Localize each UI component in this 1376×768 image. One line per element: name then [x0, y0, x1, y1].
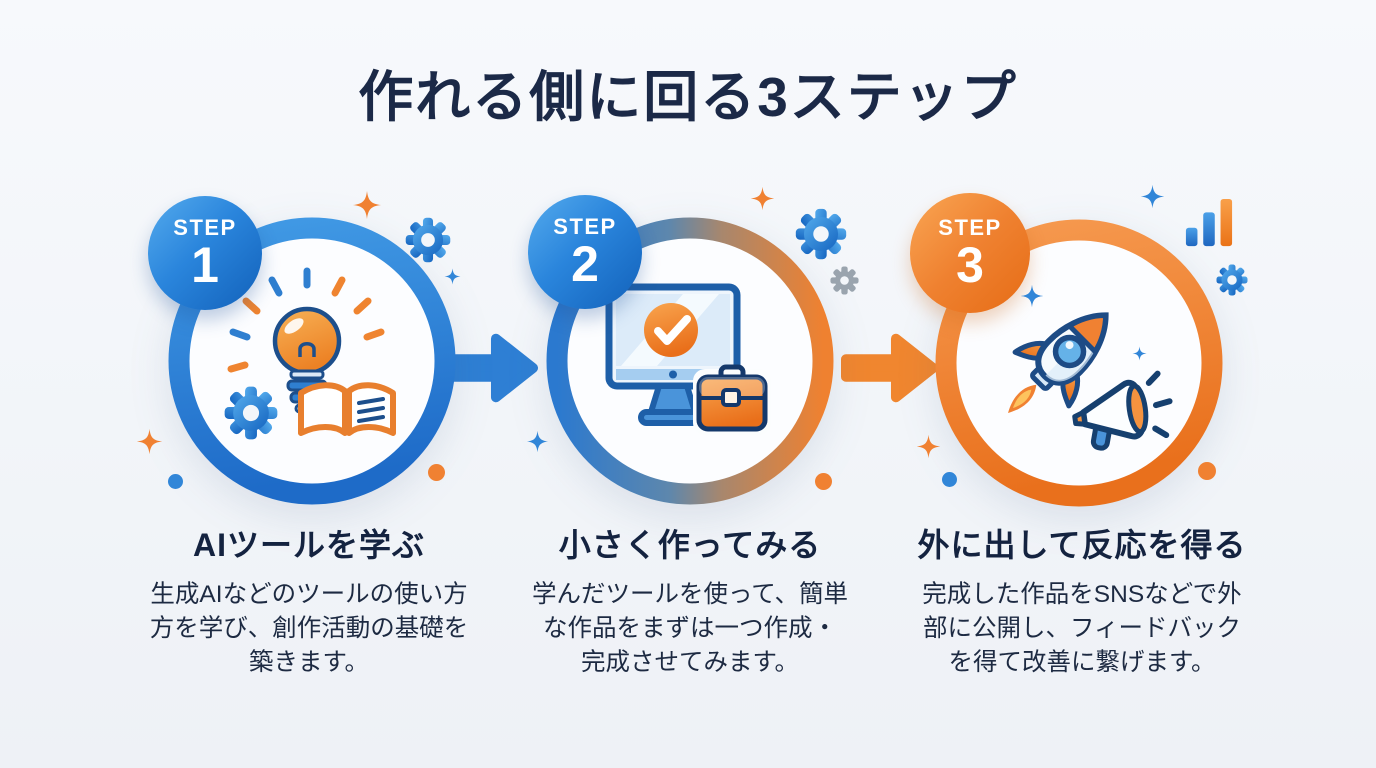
sparkle-icon	[916, 434, 941, 459]
sparkle-icon	[1020, 284, 1044, 308]
sparkle-icon	[136, 428, 163, 455]
step1-body-line: 方を学び、創作活動の基礎を	[149, 615, 469, 642]
step2-text: 小さく作ってみる 学んだツールを使って、簡単 な作品をまずは一つ作成・ 完成させ…	[490, 520, 890, 680]
sparkle-icon	[750, 186, 775, 211]
sparkle-icon	[352, 190, 382, 220]
step-badge-number: 2	[571, 235, 599, 292]
step-badge-label: STEP	[553, 213, 617, 239]
lightbulb-book-gear-icon	[224, 267, 396, 440]
step1-body-line: 生成AIなどのツールの使い方	[150, 581, 468, 608]
dot	[428, 464, 445, 481]
rocket-megaphone-icon	[1008, 312, 1173, 451]
dot	[942, 472, 957, 487]
dot	[815, 473, 832, 490]
step3-badge: STEP 3	[910, 193, 1030, 313]
step3-body-line: 部に公開し、フィードバック	[922, 615, 1241, 642]
arrow-right-icon	[841, 333, 939, 403]
step1-circle: STEP 1	[148, 196, 457, 506]
step1-text: AIツールを学ぶ 生成AIなどのツールの使い方 方を学び、創作活動の基礎を 築き…	[109, 520, 509, 680]
gear-icon	[405, 217, 451, 263]
step3-body-line: 完成した作品をSNSなどで外	[922, 581, 1242, 608]
step3-text: 外に出して反応を得る 完成した作品をSNSなどで外 部に公開し、フィードバック …	[882, 520, 1282, 680]
step3-title: 外に出して反応を得る	[917, 527, 1247, 563]
step-badge-label: STEP	[938, 214, 1002, 240]
sparkle-icon	[444, 268, 461, 285]
sparkle-icon	[1132, 346, 1147, 361]
step3-description: 完成した作品をSNSなどで外 部に公開し、フィードバック を得て改善に繋げます。	[882, 578, 1282, 680]
gear-icon	[1216, 264, 1248, 296]
sparkle-icon	[1140, 184, 1165, 209]
step2-title: 小さく作ってみる	[558, 527, 822, 563]
step2-body-line: 学んだツールを使って、簡単	[531, 581, 849, 608]
step2-body-line: 完成させてみます。	[580, 649, 800, 676]
step3-body-line: を得て改善に繋げます。	[948, 649, 1216, 676]
step1-title: AIツールを学ぶ	[192, 527, 425, 563]
step2-body-line: な作品をまずは一つ作成・	[543, 615, 837, 642]
sparkle-icon	[526, 430, 549, 453]
step-badge-label: STEP	[173, 214, 237, 240]
dot	[168, 474, 183, 489]
monitor-check-briefcase-icon	[605, 283, 771, 435]
step2-badge: STEP 2	[528, 195, 642, 309]
step-badge-number: 1	[191, 236, 219, 293]
gear-icon	[795, 208, 847, 260]
step3-circle: STEP 3	[910, 193, 1224, 508]
step-badge-number: 3	[956, 236, 984, 293]
dot	[1198, 462, 1216, 480]
step1-badge: STEP 1	[148, 196, 262, 310]
step2-circle: STEP 2	[528, 195, 835, 506]
bar-chart-icon	[1185, 198, 1233, 247]
page-title: 作れる側に回る3ステップ	[358, 66, 1018, 128]
gear-icon	[830, 266, 859, 295]
step2-description: 学んだツールを使って、簡単 な作品をまずは一つ作成・ 完成させてみます。	[490, 578, 890, 680]
step1-description: 生成AIなどのツールの使い方 方を学び、創作活動の基礎を 築きます。	[109, 578, 509, 680]
step1-body-line: 築きます。	[248, 649, 370, 676]
